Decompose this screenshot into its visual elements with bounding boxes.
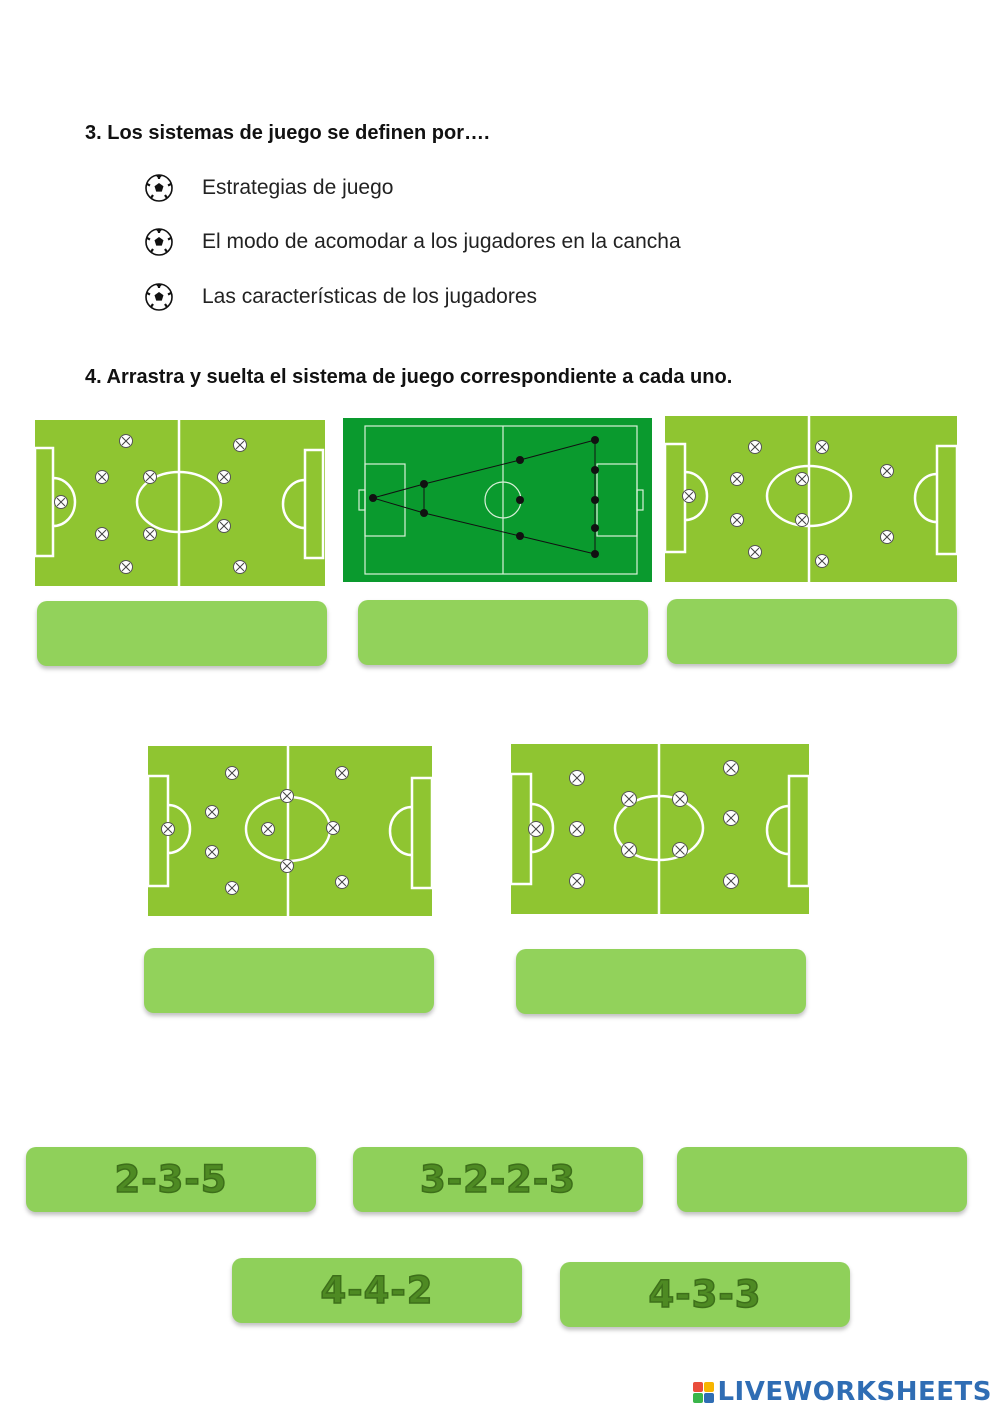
player-marker-x bbox=[282, 791, 292, 801]
chip-label: 4-4-2 bbox=[320, 1268, 434, 1313]
player-marker-x bbox=[726, 876, 736, 886]
option-player-arrangement[interactable]: El modo de acomodar a los jugadores en l… bbox=[142, 227, 681, 257]
player-marker-x bbox=[219, 472, 229, 482]
player-marker-x bbox=[675, 794, 685, 804]
formation-field-1 bbox=[35, 420, 325, 586]
chip-label: 2-3-5 bbox=[114, 1157, 228, 1202]
player-marker-x bbox=[121, 436, 131, 446]
player-marker-x bbox=[235, 440, 245, 450]
player-marker-x bbox=[227, 883, 237, 893]
player-marker-x bbox=[97, 472, 107, 482]
answer-chip-blank[interactable] bbox=[677, 1147, 967, 1212]
player-marker-x bbox=[207, 847, 217, 857]
player-marker-x bbox=[572, 824, 582, 834]
player-marker-x bbox=[227, 768, 237, 778]
player-marker-x bbox=[121, 562, 131, 572]
option-label: Las características de los jugadores bbox=[202, 285, 538, 308]
player-marker-x bbox=[882, 466, 892, 476]
drop-zone-4[interactable] bbox=[144, 948, 434, 1013]
player-dot bbox=[591, 496, 599, 504]
player-marker-x bbox=[337, 768, 347, 778]
player-marker-x bbox=[235, 562, 245, 572]
drop-zone-5[interactable] bbox=[516, 949, 806, 1014]
player-marker-x bbox=[750, 442, 760, 452]
player-dot bbox=[369, 494, 377, 502]
answer-chip-4-3-3[interactable]: 4-3-3 bbox=[560, 1262, 850, 1327]
player-marker-x bbox=[684, 491, 694, 501]
logo-mark-icon bbox=[693, 1381, 715, 1403]
soccer-ball-icon bbox=[145, 174, 173, 202]
option-label: Estrategias de juego bbox=[202, 176, 394, 199]
answer-chip-2-3-5[interactable]: 2-3-5 bbox=[26, 1147, 316, 1212]
player-dot bbox=[516, 532, 524, 540]
player-dot bbox=[591, 466, 599, 474]
player-marker-x bbox=[882, 532, 892, 542]
liveworksheets-logo: LIVEWORKSHEETS bbox=[693, 1377, 992, 1407]
player-marker-x bbox=[817, 442, 827, 452]
soccer-ball-icon bbox=[145, 283, 173, 311]
answer-chip-4-4-2[interactable]: 4-4-2 bbox=[232, 1258, 522, 1323]
drop-zone-1[interactable] bbox=[37, 601, 327, 666]
formation-field-3 bbox=[665, 416, 957, 582]
player-marker-x bbox=[817, 556, 827, 566]
player-marker-x bbox=[726, 813, 736, 823]
player-marker-x bbox=[207, 807, 217, 817]
player-marker-x bbox=[163, 824, 173, 834]
player-dot bbox=[420, 509, 428, 517]
player-marker-x bbox=[56, 497, 66, 507]
player-marker-x bbox=[726, 763, 736, 773]
answer-chip-3-2-2-3[interactable]: 3-2-2-3 bbox=[353, 1147, 643, 1212]
logo-text: LIVEWORKSHEETS bbox=[717, 1377, 992, 1407]
formation-field-4 bbox=[148, 746, 432, 916]
player-marker-x bbox=[797, 515, 807, 525]
player-marker-x bbox=[732, 474, 742, 484]
player-dot bbox=[420, 480, 428, 488]
question-3-title: 3. Los sistemas de juego se definen por…… bbox=[85, 122, 490, 144]
player-marker-x bbox=[145, 529, 155, 539]
player-dot bbox=[516, 456, 524, 464]
question-4-title: 4. Arrastra y suelta el sistema de juego… bbox=[85, 366, 733, 388]
player-dot bbox=[591, 436, 599, 444]
player-dot bbox=[591, 524, 599, 532]
player-marker-x bbox=[675, 845, 685, 855]
player-marker-x bbox=[750, 547, 760, 557]
soccer-ball-icon bbox=[145, 228, 173, 256]
player-marker-x bbox=[797, 474, 807, 484]
player-dot bbox=[591, 550, 599, 558]
player-marker-x bbox=[624, 845, 634, 855]
option-strategies[interactable]: Estrategias de juego bbox=[142, 173, 393, 203]
player-marker-x bbox=[572, 773, 582, 783]
player-marker-x bbox=[337, 877, 347, 887]
player-marker-x bbox=[219, 521, 229, 531]
player-marker-x bbox=[732, 515, 742, 525]
player-dot bbox=[516, 496, 524, 504]
chip-label: 4-3-3 bbox=[648, 1272, 762, 1317]
formation-field-2 bbox=[343, 418, 652, 582]
drop-zone-3[interactable] bbox=[667, 599, 957, 664]
drop-zone-2[interactable] bbox=[358, 600, 648, 665]
player-marker-x bbox=[97, 529, 107, 539]
player-marker-x bbox=[624, 794, 634, 804]
chip-label: 3-2-2-3 bbox=[419, 1157, 577, 1202]
player-marker-x bbox=[572, 876, 582, 886]
player-marker-x bbox=[328, 823, 338, 833]
player-marker-x bbox=[282, 861, 292, 871]
player-marker-x bbox=[145, 472, 155, 482]
option-player-characteristics[interactable]: Las características de los jugadores bbox=[142, 282, 537, 312]
player-marker-x bbox=[263, 824, 273, 834]
player-marker-x bbox=[531, 824, 541, 834]
formation-field-5 bbox=[511, 744, 809, 914]
option-label: El modo de acomodar a los jugadores en l… bbox=[202, 230, 681, 253]
